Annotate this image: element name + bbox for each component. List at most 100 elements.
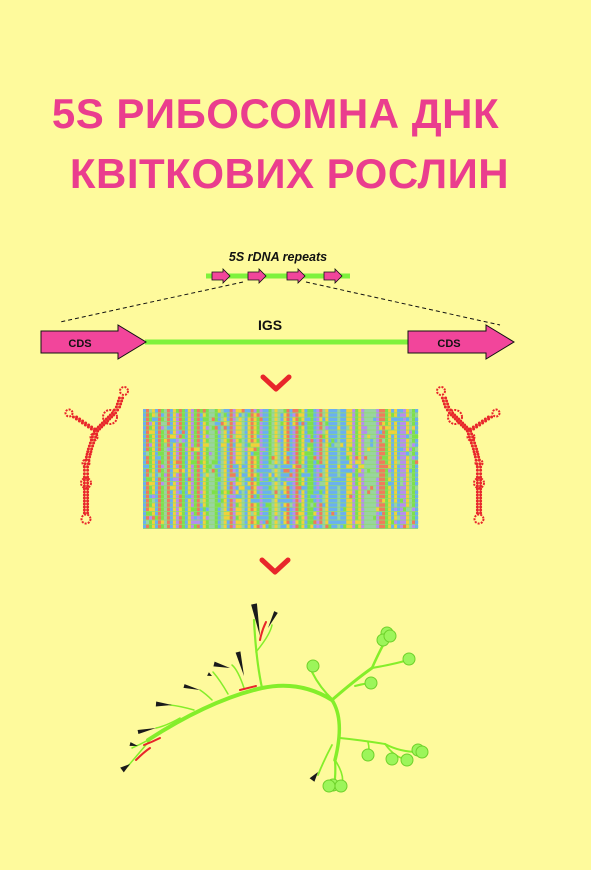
alignment-cell xyxy=(325,516,329,520)
alignment-cell xyxy=(148,447,153,452)
alignment-cell xyxy=(370,409,374,413)
alignment-cell xyxy=(277,456,281,460)
alignment-cell xyxy=(388,507,392,512)
alignment-cell xyxy=(403,520,407,524)
alignment-cell xyxy=(307,421,311,426)
alignment-cell xyxy=(295,417,299,422)
alignment-cell xyxy=(235,481,239,486)
alignment-cell xyxy=(310,430,314,434)
alignment-cell xyxy=(340,434,344,439)
alignment-cell xyxy=(310,421,314,426)
alignment-cell xyxy=(232,507,236,512)
alignment-cell xyxy=(265,447,269,452)
alignment-cell xyxy=(409,524,413,529)
alignment-cell xyxy=(265,477,269,482)
alignment-cell xyxy=(187,481,192,486)
alignment-cell xyxy=(145,499,150,503)
alignment-cell xyxy=(250,426,254,430)
alignment-cell xyxy=(328,469,332,473)
alignment-cell xyxy=(202,451,206,456)
alignment-cell xyxy=(256,434,260,439)
alignment-cell xyxy=(175,451,180,456)
alignment-cell xyxy=(391,464,395,469)
alignment-cell xyxy=(391,490,395,494)
alignment-cell xyxy=(397,421,401,426)
alignment-cell xyxy=(313,443,317,447)
alignment-cell xyxy=(163,473,168,477)
alignment-cell xyxy=(310,413,314,417)
alignment-cell xyxy=(250,447,254,452)
alignment-cell xyxy=(151,426,156,430)
alignment-cell xyxy=(160,413,165,417)
alignment-cell xyxy=(271,516,275,520)
alignment-cell xyxy=(181,511,186,516)
alignment-cell xyxy=(172,520,177,524)
alignment-cell xyxy=(238,520,242,524)
alignment-cell xyxy=(262,443,266,447)
alignment-cell xyxy=(205,417,209,422)
alignment-cell xyxy=(154,524,159,529)
alignment-cell xyxy=(370,464,374,469)
alignment-cell xyxy=(379,520,383,524)
alignment-cell xyxy=(253,503,257,507)
alignment-cell xyxy=(406,421,410,426)
alignment-cell xyxy=(160,503,165,507)
rna-base xyxy=(475,447,479,451)
alignment-cell xyxy=(277,451,281,456)
alignment-cell xyxy=(175,434,180,439)
alignment-cell xyxy=(370,486,374,490)
alignment-cell xyxy=(145,490,150,494)
rna-base xyxy=(94,435,98,439)
rna-base xyxy=(475,508,479,512)
alignment-cell xyxy=(157,417,162,422)
alignment-cell xyxy=(220,439,224,443)
alignment-cell xyxy=(199,511,203,516)
alignment-cell xyxy=(256,511,260,516)
alignment-cell xyxy=(322,443,326,447)
alignment-cell xyxy=(283,486,287,490)
alignment-cell xyxy=(286,430,290,434)
alignment-cell xyxy=(385,511,389,516)
alignment-cell xyxy=(328,486,332,490)
alignment-cell xyxy=(223,409,227,413)
alignment-cell xyxy=(346,473,350,477)
alignment-cell xyxy=(370,421,374,426)
alignment-cell xyxy=(187,469,192,473)
alignment-cell xyxy=(217,464,221,469)
alignment-cell xyxy=(322,494,326,499)
alignment-cell xyxy=(268,486,272,490)
alignment-cell xyxy=(292,499,296,503)
alignment-cell xyxy=(244,524,248,529)
alignment-cell xyxy=(277,469,281,473)
alignment-cell xyxy=(361,520,365,524)
alignment-cell xyxy=(352,469,356,473)
alignment-cell xyxy=(412,494,416,499)
alignment-cell xyxy=(277,460,281,464)
alignment-cell xyxy=(319,477,323,482)
alignment-cell xyxy=(283,499,287,503)
tree-branch xyxy=(252,618,264,690)
alignment-cell xyxy=(202,473,206,477)
alignment-cell xyxy=(214,469,218,473)
alignment-cell xyxy=(340,409,344,413)
alignment-cell xyxy=(181,451,186,456)
alignment-cell xyxy=(172,473,177,477)
alignment-cell xyxy=(253,409,257,413)
alignment-cell xyxy=(274,520,278,524)
alignment-cell xyxy=(196,490,200,494)
alignment-cell xyxy=(319,507,323,512)
alignment-cell xyxy=(175,409,180,413)
alignment-cell xyxy=(340,456,344,460)
alignment-cell xyxy=(160,439,165,443)
alignment-cell xyxy=(223,447,227,452)
alignment-cell xyxy=(190,464,195,469)
alignment-cell xyxy=(184,421,189,426)
alignment-cell xyxy=(271,434,275,439)
repeat-unit-arrow xyxy=(286,268,306,284)
alignment-cell xyxy=(331,490,335,494)
alignment-cell xyxy=(181,520,186,524)
alignment-cell xyxy=(205,511,209,516)
alignment-cell xyxy=(379,426,383,430)
alignment-cell xyxy=(358,460,362,464)
alignment-cell xyxy=(190,524,195,529)
